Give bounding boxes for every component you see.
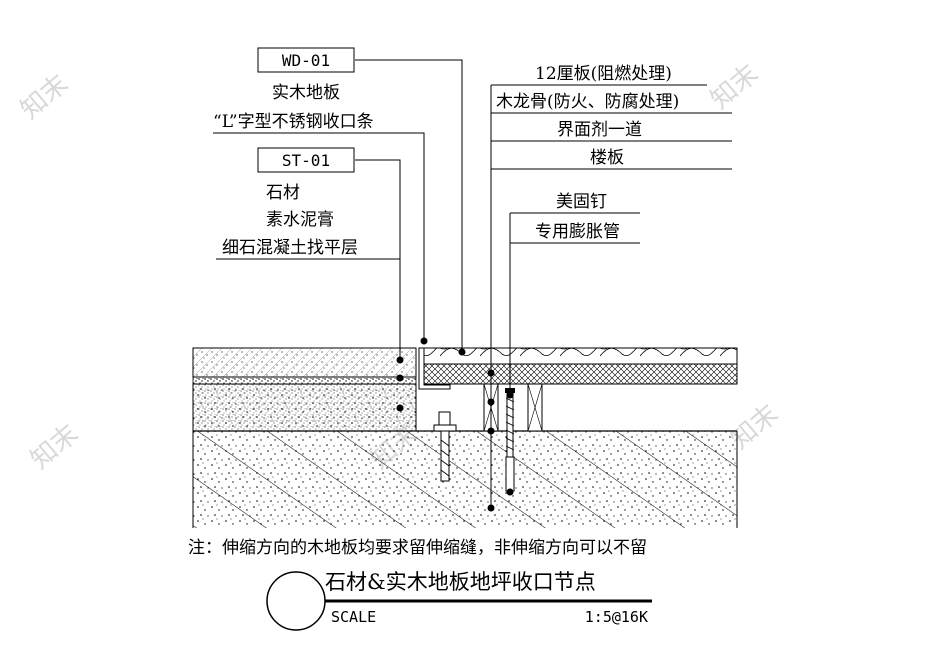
leveling-layer xyxy=(192,383,417,432)
layer-interface-agent: 界面剂一道 xyxy=(557,120,642,140)
st-tag: ST-01 xyxy=(282,151,330,170)
layer-plywood: 12厘板(阻燃处理) xyxy=(535,64,672,84)
floor-slab xyxy=(192,430,738,528)
wd-item-l-trim: “L”字型不锈钢收口条 xyxy=(213,112,374,132)
drawing-note: 注：伸缩方向的木地板均要求留伸缩缝，非伸缩方向可以不留 xyxy=(188,538,647,558)
leader-dots xyxy=(396,337,514,512)
fastener-screw: 美固钉 xyxy=(556,192,607,212)
st-item-stone: 石材 xyxy=(266,183,300,203)
leader-lines xyxy=(213,59,732,508)
screw-anchor xyxy=(505,388,515,492)
cement-paste-layer xyxy=(192,376,417,385)
watermark: 知末 xyxy=(705,59,764,115)
drawing-title: 石材&实木地板地坪收口节点 xyxy=(325,570,596,594)
detail-symbol xyxy=(266,571,326,631)
scale-label: SCALE xyxy=(331,608,376,626)
st-tag-box xyxy=(257,147,355,173)
wd-item-wood-floor: 实木地板 xyxy=(272,83,340,103)
watermark: 知末 xyxy=(25,419,84,475)
title-block: 石材&实木地板地坪收口节点 SCALE 1:5@16K xyxy=(266,570,652,631)
wd-tag: WD-01 xyxy=(282,51,330,70)
layer-floor-slab: 楼板 xyxy=(590,148,624,168)
st-item-leveling: 细石混凝土找平层 xyxy=(222,238,358,258)
st-item-cement-paste: 素水泥膏 xyxy=(266,209,334,230)
wood-floor xyxy=(423,347,738,365)
watermark: 知末 xyxy=(15,69,74,125)
expansion-bolt xyxy=(433,411,457,482)
plywood-layer xyxy=(423,363,738,385)
fastener-anchor-sleeve: 专用膨胀管 xyxy=(535,222,620,242)
layer-keel: 木龙骨(防火、防腐处理) xyxy=(496,92,679,112)
stone-slab xyxy=(192,347,417,378)
wd-tag-box xyxy=(257,47,355,73)
scale-value: 1:5@16K xyxy=(585,608,648,626)
